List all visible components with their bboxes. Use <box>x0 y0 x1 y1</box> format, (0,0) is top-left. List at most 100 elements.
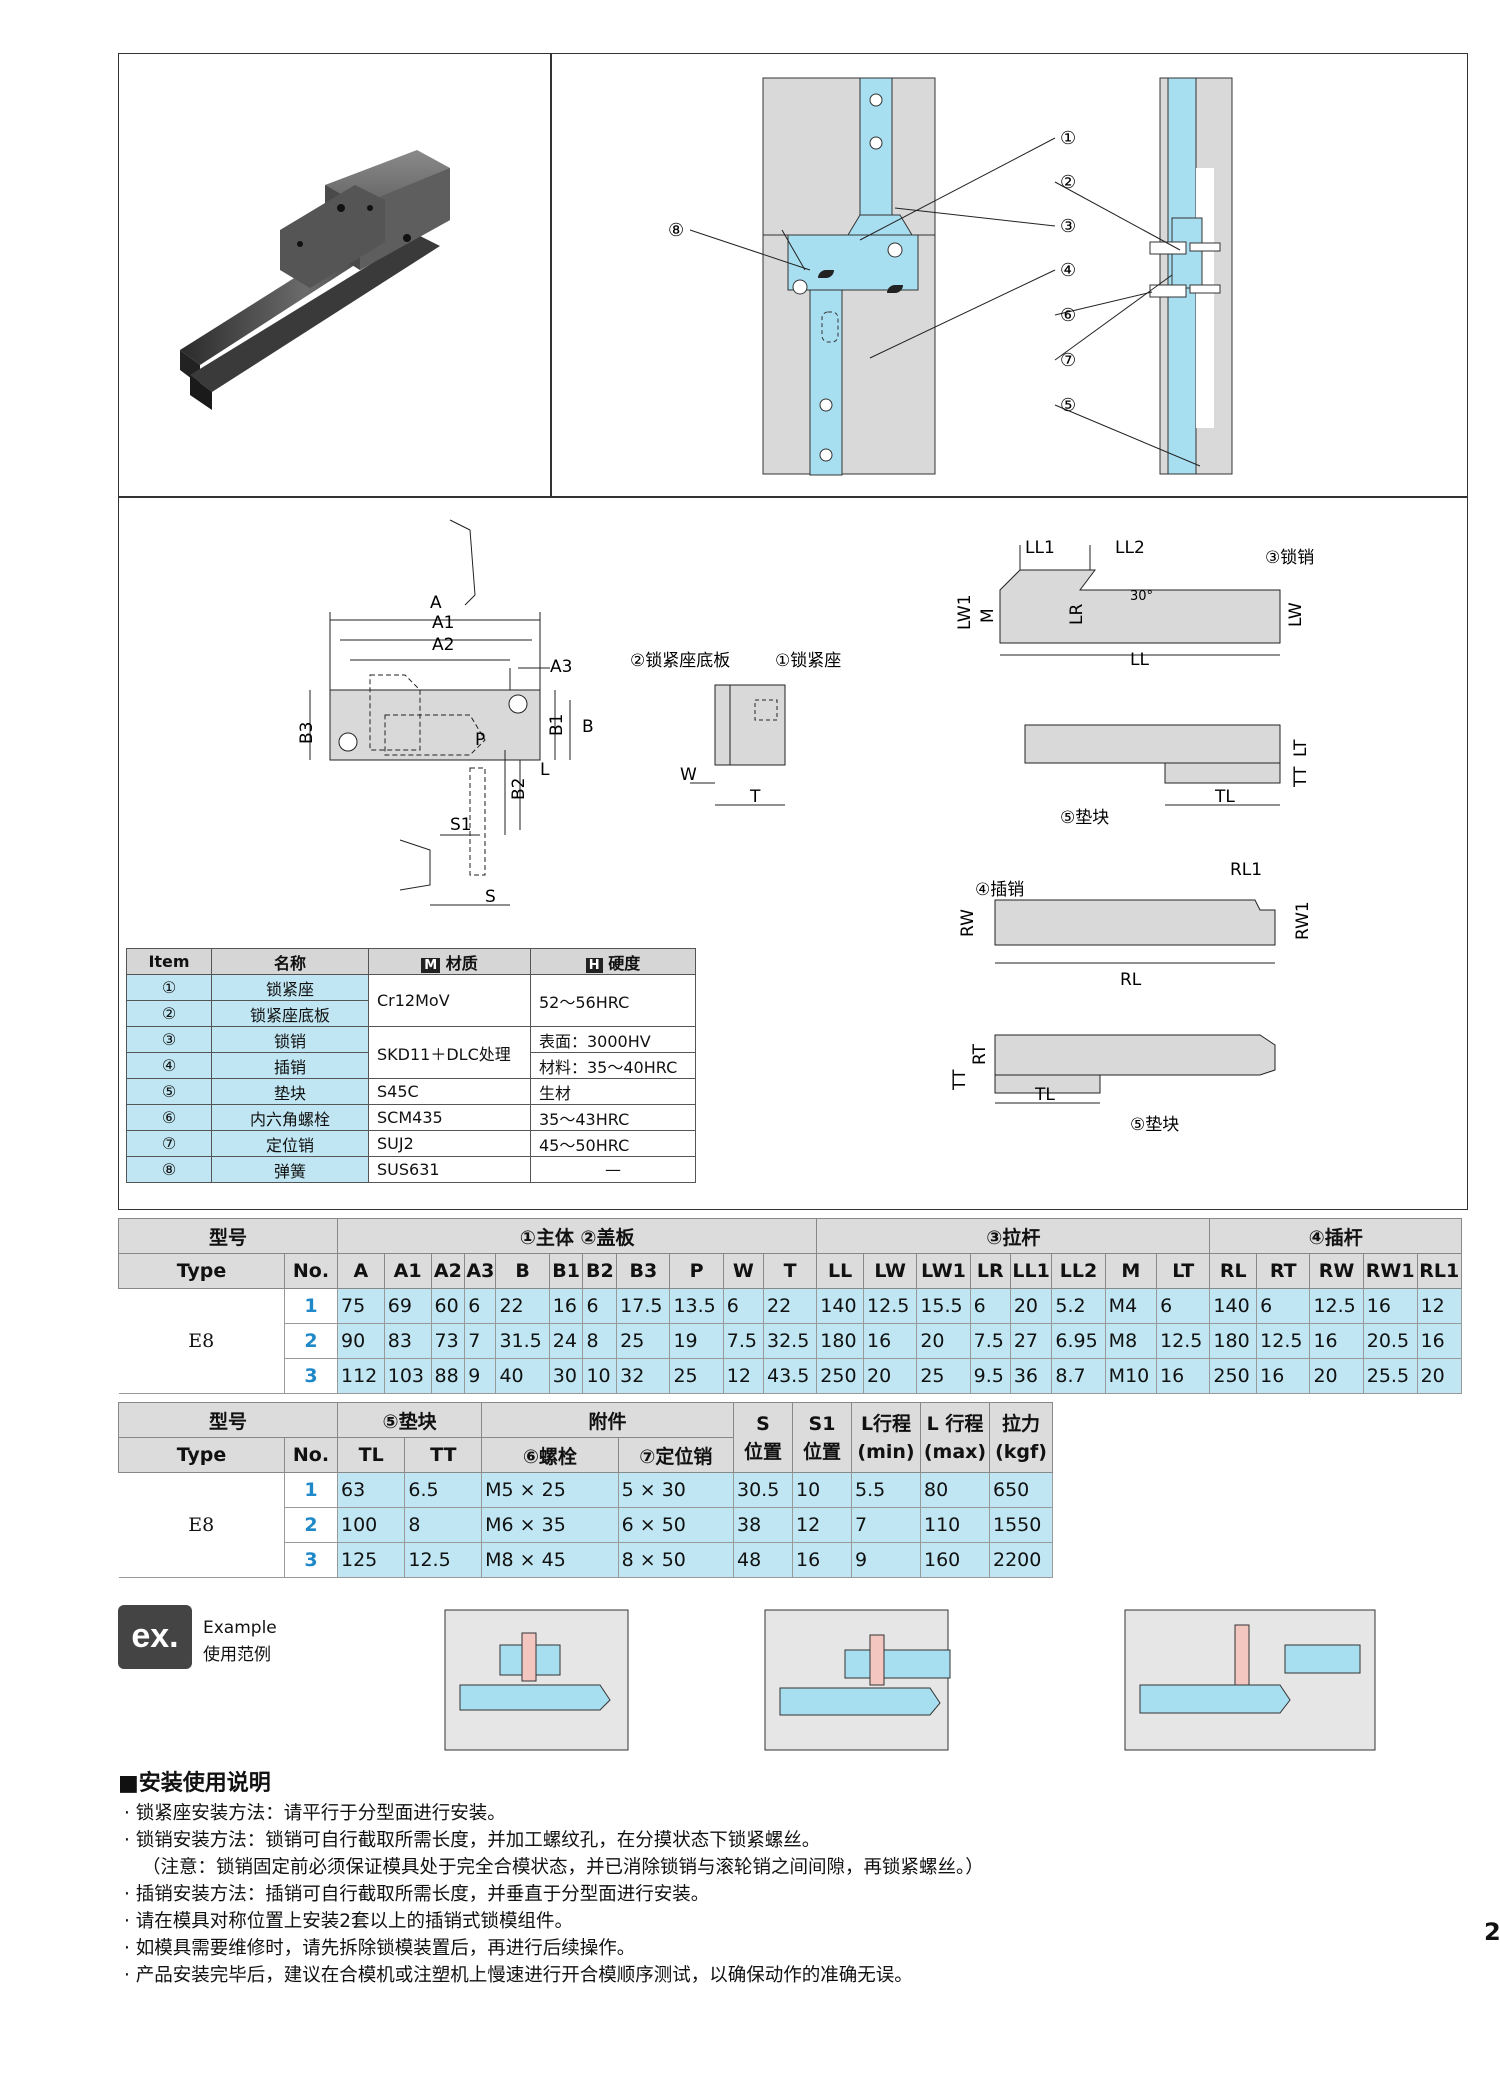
insert-pin-label: ④插销 <box>975 880 1024 900</box>
spacer-label-2: ⑤垫块 <box>1130 1115 1179 1135</box>
install-note: · 如模具需要维修时，请先拆除锁模装置后，再进行后续操作。 <box>124 1938 636 1959</box>
value-cell: 40 <box>495 1358 550 1394</box>
dim-TL: TL <box>1214 787 1235 807</box>
value-cell: 15.5 <box>916 1288 971 1324</box>
spec-col-header: RW1 <box>1362 1253 1418 1289</box>
no-cell: 2 <box>284 1507 338 1543</box>
spec-col-header: LR <box>969 1253 1011 1289</box>
value-cell: 12 <box>792 1507 852 1543</box>
spec1-group-body: ①主体 ②盖板 <box>336 1218 818 1254</box>
value-cell: 69 <box>383 1288 432 1324</box>
value-cell: 8 <box>404 1507 483 1543</box>
dim-LL1: LL1 <box>1025 538 1055 558</box>
legend-header-item: Item <box>126 948 212 975</box>
dim-TT: TT <box>1291 766 1311 788</box>
spec-col-header: A3 <box>464 1253 497 1289</box>
dim-T: T <box>749 787 761 807</box>
spec1-no-header: No. <box>284 1253 338 1289</box>
value-cell: M5 × 25 <box>481 1472 619 1508</box>
seat-label: ①锁紧座 <box>775 651 841 671</box>
value-cell: 16 <box>1362 1288 1418 1324</box>
dim-RW1: RW1 <box>1293 901 1313 940</box>
value-cell: 110 <box>920 1507 990 1543</box>
value-cell: M8 × 45 <box>481 1542 619 1578</box>
value-cell: 25 <box>916 1358 971 1394</box>
value-cell: 36 <box>1009 1358 1053 1394</box>
value-cell: 32 <box>616 1358 671 1394</box>
no-cell: 1 <box>284 1288 338 1324</box>
type-cell: E8 <box>118 1288 285 1394</box>
dim-P: P <box>475 730 485 750</box>
example-label-en: Example <box>203 1618 277 1638</box>
value-cell: 80 <box>920 1472 990 1508</box>
value-cell: 160 <box>920 1542 990 1578</box>
dim-M: M <box>978 608 998 623</box>
legend-header-hardness: H 硬度 <box>530 948 696 975</box>
value-cell: 140 <box>816 1288 865 1324</box>
spec-col-header: T <box>762 1253 818 1289</box>
no-cell: 3 <box>284 1358 338 1394</box>
value-cell: 1550 <box>989 1507 1053 1543</box>
value-cell: 83 <box>383 1323 432 1359</box>
legend-header-name: 名称 <box>211 948 369 975</box>
spec2-no-header: No. <box>284 1437 338 1473</box>
value-cell: 140 <box>1209 1288 1258 1324</box>
spec-col-header: B <box>495 1253 550 1289</box>
value-cell: 10 <box>792 1472 852 1508</box>
spec2-lmax-header: L 行程(max) <box>920 1402 990 1473</box>
spec2-force-header: 拉力(kgf) <box>989 1402 1053 1473</box>
value-cell: 12.5 <box>1156 1323 1211 1359</box>
dim-RT: RT <box>970 1043 990 1065</box>
value-cell: 12.5 <box>1256 1323 1311 1359</box>
dim-LL2: LL2 <box>1115 538 1145 558</box>
value-cell: 10 <box>582 1358 618 1394</box>
value-cell: 6 <box>1156 1288 1211 1324</box>
example-label-zh: 使用范例 <box>203 1645 271 1665</box>
product-photo <box>180 150 450 410</box>
value-cell: 16 <box>1156 1358 1211 1394</box>
value-cell: 31.5 <box>495 1323 550 1359</box>
label-4: ④ <box>1060 260 1076 281</box>
value-cell: 60 <box>430 1288 466 1324</box>
value-cell: 9 <box>851 1542 921 1578</box>
value-cell: 180 <box>816 1323 865 1359</box>
value-cell: 16 <box>548 1288 584 1324</box>
spec-col-header: LW <box>863 1253 918 1289</box>
value-cell: 6.95 <box>1051 1323 1106 1359</box>
value-cell: 16 <box>1256 1358 1311 1394</box>
install-note: · 锁紧座安装方法：请平行于分型面进行安装。 <box>124 1803 506 1824</box>
install-note: · 插销安装方法：插销可自行截取所需长度，并垂直于分型面进行安装。 <box>124 1884 710 1905</box>
value-cell: 12 <box>722 1358 764 1394</box>
value-cell: 103 <box>383 1358 432 1394</box>
value-cell: 16 <box>863 1323 918 1359</box>
label-6: ⑥ <box>1060 305 1076 326</box>
value-cell: 6 × 50 <box>617 1507 735 1543</box>
spacer-label: ⑤垫块 <box>1060 808 1109 828</box>
value-cell: 5.5 <box>851 1472 921 1508</box>
dim-A2: A2 <box>432 635 454 655</box>
spec-col-header: A2 <box>430 1253 466 1289</box>
value-cell: 20 <box>1309 1358 1364 1394</box>
page-number: 2 <box>1484 1918 1500 1946</box>
value-cell: M8 <box>1104 1323 1158 1359</box>
dim-W: W <box>680 765 697 785</box>
value-cell: 24 <box>548 1323 584 1359</box>
label-2: ② <box>1060 172 1076 193</box>
dim-B1: B1 <box>547 714 567 736</box>
dim-B3: B3 <box>297 722 317 744</box>
value-cell: 7.5 <box>969 1323 1011 1359</box>
value-cell: M6 × 35 <box>481 1507 619 1543</box>
dim-S: S <box>485 887 496 907</box>
value-cell: 20 <box>916 1323 971 1359</box>
dim-TL2: TL <box>1034 1085 1055 1105</box>
dim-LL: LL <box>1130 650 1149 670</box>
spec-col-header: LL2 <box>1051 1253 1106 1289</box>
value-cell: 27 <box>1009 1323 1053 1359</box>
install-notes: · 锁紧座安装方法：请平行于分型面进行安装。 · 锁销安装方法：锁销可自行截取所… <box>124 1800 984 1989</box>
dim-RL1: RL1 <box>1230 860 1262 880</box>
value-cell: 8.7 <box>1051 1358 1106 1394</box>
